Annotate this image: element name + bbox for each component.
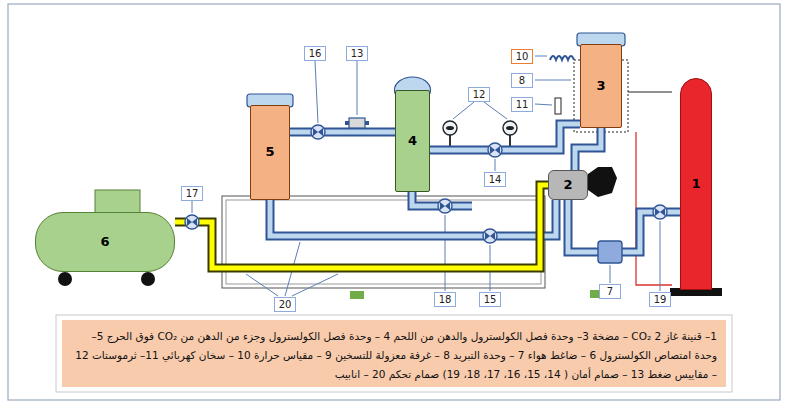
pipe-wall	[290, 128, 395, 137]
separator-vessel: 4	[395, 90, 430, 192]
pipe-core	[575, 128, 601, 170]
callout-number: 18	[434, 292, 457, 307]
part-number: 2	[563, 178, 572, 192]
pipe	[270, 200, 556, 236]
wheel	[58, 272, 72, 286]
callout-number: 7	[599, 284, 621, 299]
pipe	[568, 200, 680, 252]
callout-number: 8	[511, 73, 533, 88]
pump-motor	[588, 167, 617, 197]
air-line	[175, 185, 548, 268]
callout-number: 17	[181, 186, 204, 201]
callout-number: 11	[511, 97, 534, 112]
pipe-wall	[270, 200, 556, 236]
callout-number: 19	[649, 292, 672, 307]
pipe	[290, 132, 395, 133]
control-valve	[488, 143, 502, 157]
vessel-cap	[247, 94, 293, 107]
control-valve	[185, 215, 199, 229]
cooling-unit	[598, 241, 622, 263]
callout-number: 20	[274, 297, 297, 312]
insulated-chamber	[574, 60, 628, 132]
pressure-gauge	[443, 121, 457, 135]
control-valve	[438, 199, 452, 213]
legend-box: 1– قنينة غاز CO₂ 2 – مضخة 3– وحدة فصل ال…	[62, 320, 726, 387]
callout-number: 15	[479, 292, 502, 307]
part-number: 6	[100, 235, 109, 249]
cylinder-base	[670, 288, 722, 296]
legend-text: 1– قنينة غاز CO₂ 2 – مضخة 3– وحدة فصل ال…	[75, 330, 717, 380]
air-compressor: 6	[35, 212, 175, 272]
electric-heater	[550, 56, 574, 60]
callout-number: 12	[468, 87, 491, 102]
support-foot	[590, 290, 604, 298]
part-number: 5	[265, 145, 274, 159]
vessel-dome	[395, 77, 431, 103]
control-valve	[653, 205, 667, 219]
callout-number: 16	[304, 46, 327, 61]
pump: 2	[548, 170, 588, 200]
control-valve	[311, 125, 325, 139]
outer-frame	[8, 4, 780, 400]
part-number: 4	[408, 134, 417, 148]
part-number: 1	[691, 177, 700, 191]
callout-number: 14	[484, 172, 507, 187]
pipe-core	[568, 200, 680, 252]
legend-panel	[56, 315, 732, 392]
part-number: 3	[596, 79, 605, 93]
pipe-core	[290, 130, 395, 135]
absorption-vessel: 5	[250, 105, 290, 200]
pipe-core	[175, 185, 548, 268]
gas-cylinder: 1	[680, 78, 712, 290]
pressure-gauge	[503, 121, 517, 135]
thermostat	[555, 98, 561, 114]
callout-number: 13	[346, 46, 369, 61]
heating-vessel: 3	[580, 44, 622, 128]
compressor-head	[95, 190, 140, 213]
control-valve	[483, 229, 497, 243]
pipe-wall	[575, 128, 601, 170]
support-foot	[350, 291, 364, 299]
frame-line	[628, 92, 672, 93]
pipe-wall	[175, 185, 548, 268]
vessel-cap	[577, 33, 625, 46]
gauge-stem	[449, 135, 451, 146]
gauge-stem	[509, 135, 511, 146]
pipe-wall	[568, 200, 680, 252]
pipe-core	[270, 200, 556, 236]
pipe	[575, 128, 601, 170]
leader-lines	[192, 56, 660, 296]
callout-number: 10	[511, 49, 534, 64]
safety-valve	[345, 118, 369, 128]
wheel	[141, 272, 155, 286]
